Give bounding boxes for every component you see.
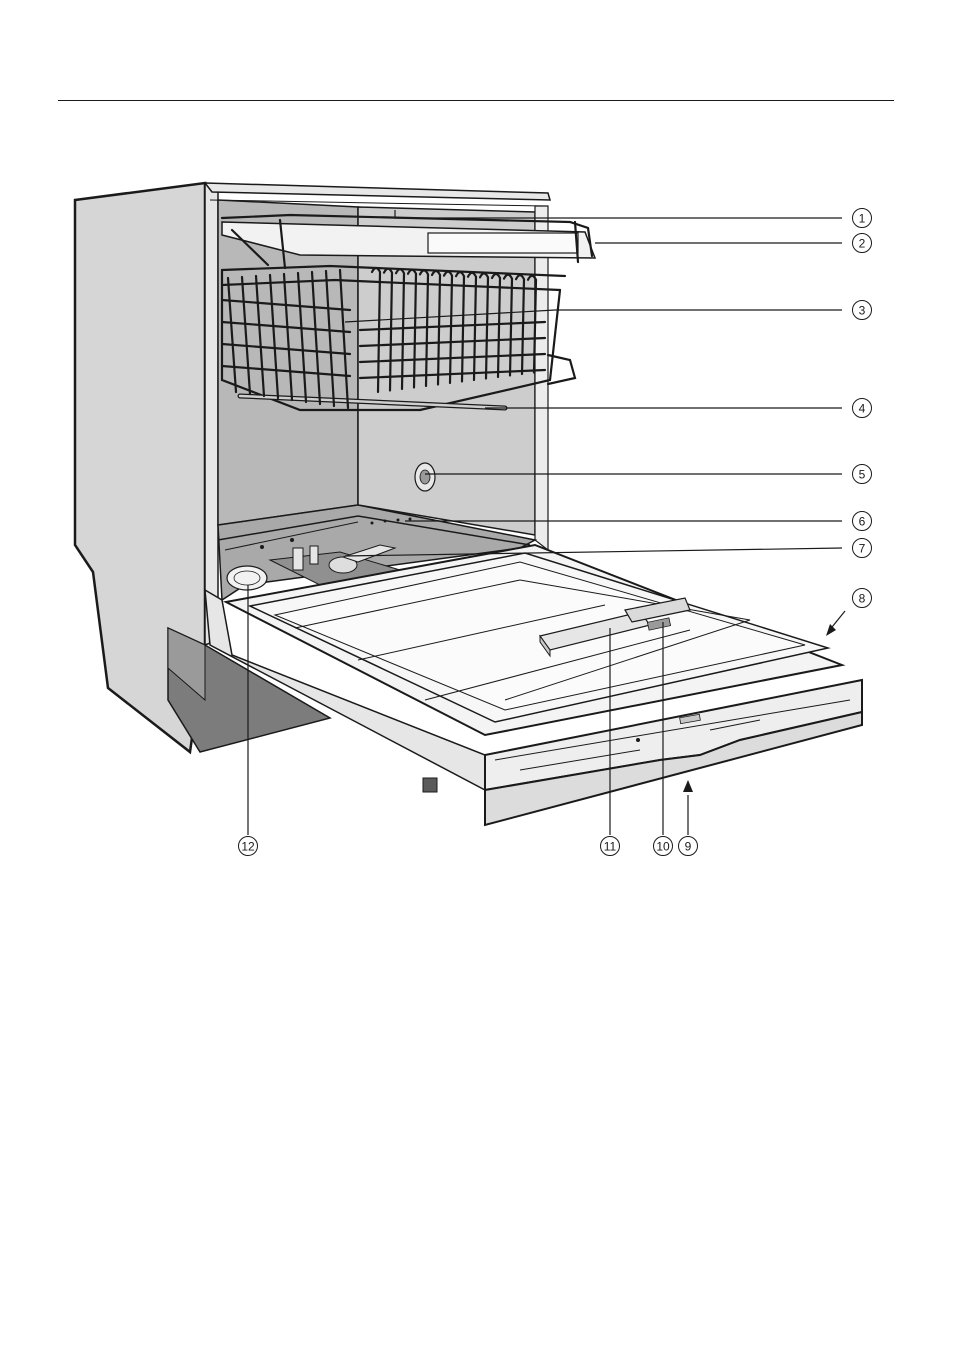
callout-6: 6 bbox=[853, 512, 872, 531]
callout-number: 7 bbox=[859, 541, 866, 555]
callout-1: 1 bbox=[853, 209, 872, 228]
callout-number: 5 bbox=[859, 467, 866, 481]
callout-number: 12 bbox=[241, 839, 255, 853]
callout-number: 3 bbox=[859, 303, 866, 317]
callout-4: 4 bbox=[853, 399, 872, 418]
callout-number: 10 bbox=[656, 839, 670, 853]
callout-number: 2 bbox=[859, 236, 866, 250]
callout-10: 10 bbox=[654, 837, 673, 856]
callout-number: 9 bbox=[685, 839, 692, 853]
door bbox=[205, 545, 862, 825]
callout-8: 8 bbox=[853, 589, 872, 608]
callout-9: 9 bbox=[679, 837, 698, 856]
callout-number: 4 bbox=[859, 401, 866, 415]
callout-12: 12 bbox=[239, 837, 258, 856]
callout-number: 1 bbox=[859, 211, 866, 225]
callout-11: 11 bbox=[601, 837, 620, 856]
callout-number: 6 bbox=[859, 514, 866, 528]
callout-2: 2 bbox=[853, 234, 872, 253]
callout-7: 7 bbox=[853, 539, 872, 558]
callout-number: 8 bbox=[859, 591, 866, 605]
callout-5: 5 bbox=[853, 465, 872, 484]
callout-number: 11 bbox=[604, 839, 617, 853]
callout-3: 3 bbox=[853, 301, 872, 320]
